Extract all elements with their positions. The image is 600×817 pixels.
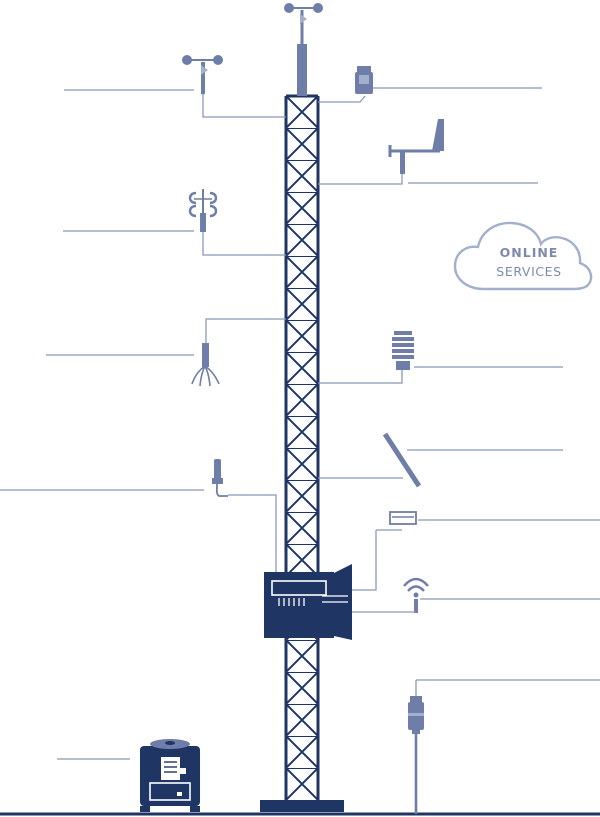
cloud-subtitle: SERVICES	[496, 264, 561, 279]
cup-anemometer-icon	[284, 3, 323, 96]
data-logger-icon	[264, 564, 352, 640]
radiation-shield-icon	[318, 331, 563, 384]
wind-vane-icon	[318, 119, 538, 185]
solar-panel-icon	[318, 432, 563, 488]
modem-icon	[322, 511, 600, 591]
online-services-cloud-icon: ONLINE SERVICES	[453, 221, 593, 291]
3d-ultrasonic-anemometer-icon	[46, 318, 286, 387]
cup-anemometer-icon	[64, 55, 286, 118]
cloud-title: ONLINE	[500, 245, 559, 260]
tower-base	[260, 800, 344, 812]
rain-gauge-icon	[408, 679, 600, 814]
ground-station-icon	[57, 739, 200, 812]
lattice-tower	[260, 94, 344, 812]
pressure-sensor-icon	[318, 66, 542, 103]
temperature-probe-icon	[0, 459, 277, 572]
sonic-anemometer-icon	[63, 189, 286, 256]
wireless-antenna-icon	[350, 577, 600, 613]
